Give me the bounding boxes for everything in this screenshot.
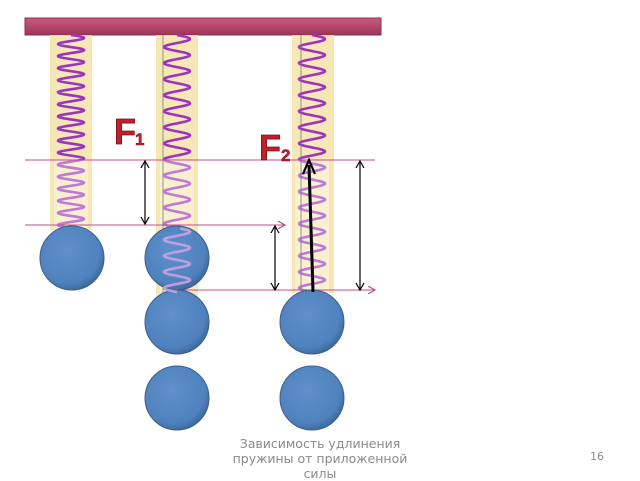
force-label-f2-letter: F — [259, 127, 281, 168]
force-label-f1-index: 1 — [135, 130, 144, 149]
weight-spring-2-middle — [144, 289, 210, 355]
weight-spring-1 — [39, 225, 105, 291]
force-label-f1-letter: F — [114, 111, 136, 152]
force-label-f2-index: 2 — [281, 146, 290, 165]
page-number: 16 — [590, 450, 604, 463]
coil1-path — [56, 33, 86, 230]
weight-spring-3-top — [279, 289, 345, 355]
spring-2-coil-front-path — [162, 227, 192, 294]
extension-arrow-total — [355, 159, 365, 292]
force-label-f1: F 1 — [114, 111, 145, 153]
extension-arrow-1 — [140, 159, 150, 226]
spring-1-coil — [54, 33, 88, 230]
force-label-f2: F 2 — [259, 127, 291, 169]
extension-arrow-2 — [270, 224, 280, 292]
weight-spring-3-bottom — [279, 365, 345, 431]
coil1-fade — [54, 160, 88, 228]
slide-caption: Зависимость удлинения пружины от приложе… — [232, 436, 408, 481]
spring-2-coil-front — [162, 227, 192, 294]
ceiling-bar — [24, 17, 382, 36]
weight-spring-2-bottom — [144, 365, 210, 431]
force-vector-f2 — [301, 157, 317, 293]
